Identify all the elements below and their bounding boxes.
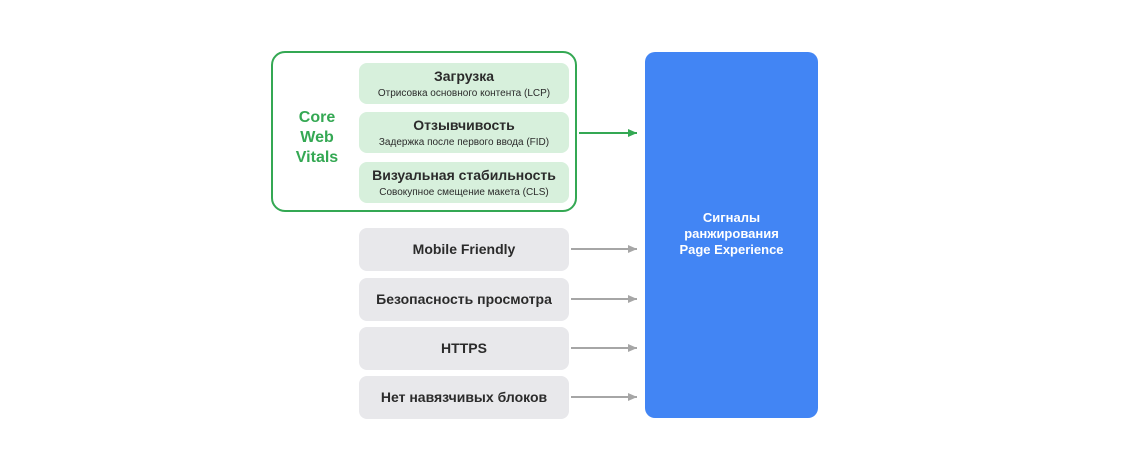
metric-title: Загрузка [433,68,495,84]
core-web-vitals-label: Core Web Vitals [284,108,350,168]
signal-no-intrusive-interstitials-box: Нет навязчивых блоков [359,376,569,419]
metric-title: Отзывчивость [413,117,515,133]
metric-loading-box: Загрузка Отрисовка основного контента (L… [359,63,569,104]
target-label-line: Page Experience [679,242,784,257]
cwv-label-line: Vitals [295,149,339,166]
metric-interactivity-box: Отзывчивость Задержка после первого ввод… [359,112,569,153]
target-label-line: ранжирования [684,226,779,241]
cwv-label-line: Web [300,129,334,146]
page-experience-signals-box: Сигналы ранжирования Page Experience [645,52,818,418]
signal-safe-browsing-box: Безопасность просмотра [359,278,569,321]
metric-subtitle: Задержка после первого ввода (FID) [378,137,550,148]
page-experience-label: Сигналы ранжирования Page Experience [645,210,818,258]
metric-visual-stability-box: Визуальная стабильность Совокупное смеще… [359,162,569,203]
core-web-vitals-group [271,51,577,212]
signal-https-box: HTTPS [359,327,569,370]
metric-subtitle: Отрисовка основного контента (LCP) [377,88,551,99]
signal-mobile-friendly-box: Mobile Friendly [359,228,569,271]
metric-subtitle: Совокупное смещение макета (CLS) [379,187,549,198]
cwv-label-line: Core [298,109,336,126]
target-label-line: Сигналы [702,210,761,225]
metric-title: Визуальная стабильность [372,167,556,183]
